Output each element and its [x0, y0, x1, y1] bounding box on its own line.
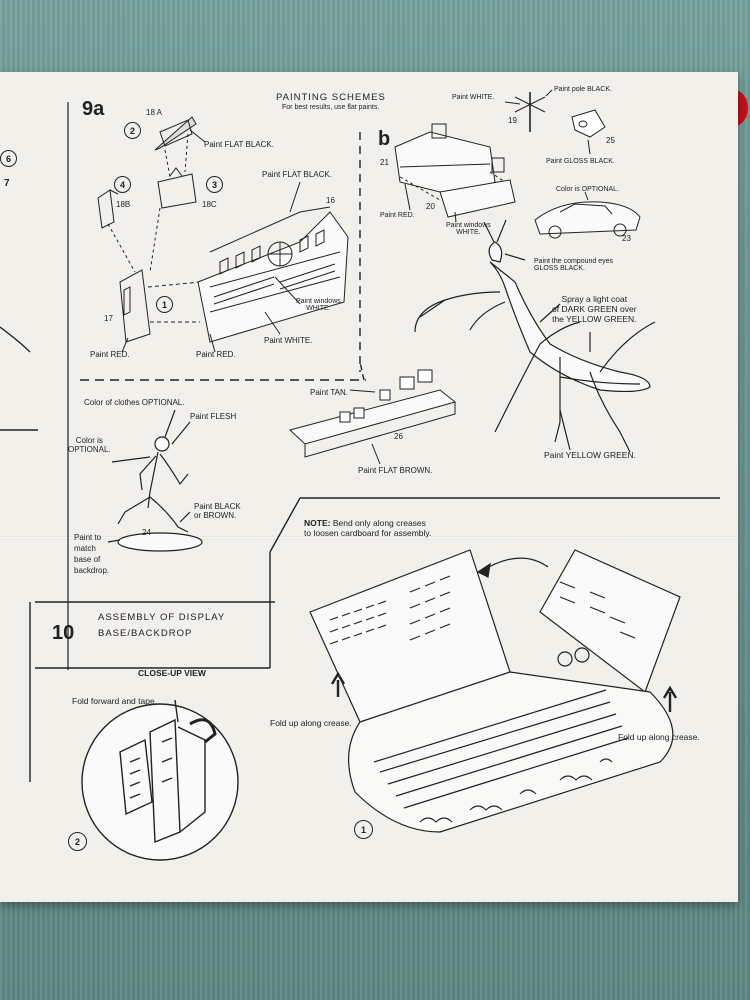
part-24: 24 [142, 528, 151, 537]
sheet-crease [0, 536, 738, 540]
label-flat-black-16: Paint FLAT BLACK. [262, 170, 332, 179]
instruction-line-art [0, 89, 720, 861]
part-20: 20 [426, 202, 435, 211]
painting-schemes-subheading: For best results, use flat paints. [282, 104, 380, 111]
label-paint-white-16: Paint WHITE. [264, 336, 313, 345]
part-25: 25 [606, 136, 615, 145]
left-edge-number-2: 7 [4, 178, 10, 189]
label-paint-red-17: Paint RED. [90, 350, 130, 359]
note-label: NOTE: [304, 518, 331, 528]
callout-2: 2 [124, 122, 141, 139]
callout-3: 3 [206, 176, 223, 193]
step-10-number: 10 [52, 622, 75, 644]
note-text: Bend only along creases to loosen cardbo… [304, 518, 432, 538]
part-19: 19 [508, 116, 517, 125]
label-fold-forward: Fold forward and tape. [72, 696, 158, 706]
step-9a-number: 9a [82, 98, 105, 120]
label-windows-white-16: Paint windows WHITE. [296, 298, 341, 312]
label-paint-red-20: Paint RED. [380, 212, 415, 219]
label-gloss-black-25: Paint GLOSS BLACK. [546, 158, 615, 165]
label-paint-flesh: Paint FLESH [190, 412, 237, 421]
label-paint-match-base: Paint to match base of backdrop. [74, 533, 110, 575]
label-paint-tan: Paint TAN. [310, 388, 348, 397]
instruction-sheet: 6 7 9a PAINTING SCHEMES For best results… [0, 72, 738, 902]
label-compound-eyes: Paint the compound eyes GLOSS BLACK. [534, 258, 613, 272]
label-fold-up-left: Fold up along crease. [270, 718, 352, 728]
part-18c: 18C [202, 200, 217, 209]
part-23: 23 [622, 234, 631, 243]
label-flat-black-18a: Paint FLAT BLACK. [204, 140, 274, 149]
part-26: 26 [394, 432, 403, 441]
label-windows-white-20: Paint windows WHITE. [446, 222, 491, 236]
part-b-label: b [378, 128, 391, 150]
part-18a: 18 A [146, 108, 163, 117]
step-10-sub-2: 2 [68, 832, 87, 851]
label-fold-up-right: Fold up along crease. [618, 732, 700, 742]
step-10-sub-1: 1 [354, 820, 373, 839]
part-16: 16 [326, 196, 335, 205]
step-10-heading: ASSEMBLY OF DISPLAY BASE/BACKDROP [98, 612, 226, 639]
label-yellow-green: Paint YELLOW GREEN. [544, 450, 636, 460]
part-17: 17 [104, 314, 113, 323]
label-paint-white-19: Paint WHITE. [452, 94, 495, 101]
painting-schemes-heading: PAINTING SCHEMES [276, 92, 386, 103]
label-color-optional-figure: Color is OPTIONAL. [68, 436, 111, 454]
label-black-or-brown: Paint BLACK or BROWN. [194, 502, 241, 520]
assembly-note: NOTE: Bend only along creases to loosen … [304, 518, 431, 538]
label-paint-red-16: Paint RED. [196, 350, 236, 359]
label-clothes-optional: Color of clothes OPTIONAL. [84, 398, 185, 407]
callout-1: 1 [156, 296, 173, 313]
label-paint-pole-black: Paint pole BLACK. [554, 86, 612, 93]
label-spray-coat: Spray a light coat of DARK GREEN over th… [552, 294, 637, 324]
part-21: 21 [380, 158, 389, 167]
label-color-optional-car: Color is OPTIONAL. [556, 186, 620, 193]
closeup-view-title: CLOSE-UP VIEW [138, 668, 206, 678]
callout-4: 4 [114, 176, 131, 193]
label-paint-flat-brown: Paint FLAT BROWN. [358, 466, 433, 475]
left-edge-number: 6 [0, 150, 17, 167]
part-18b: 18B [116, 200, 131, 209]
